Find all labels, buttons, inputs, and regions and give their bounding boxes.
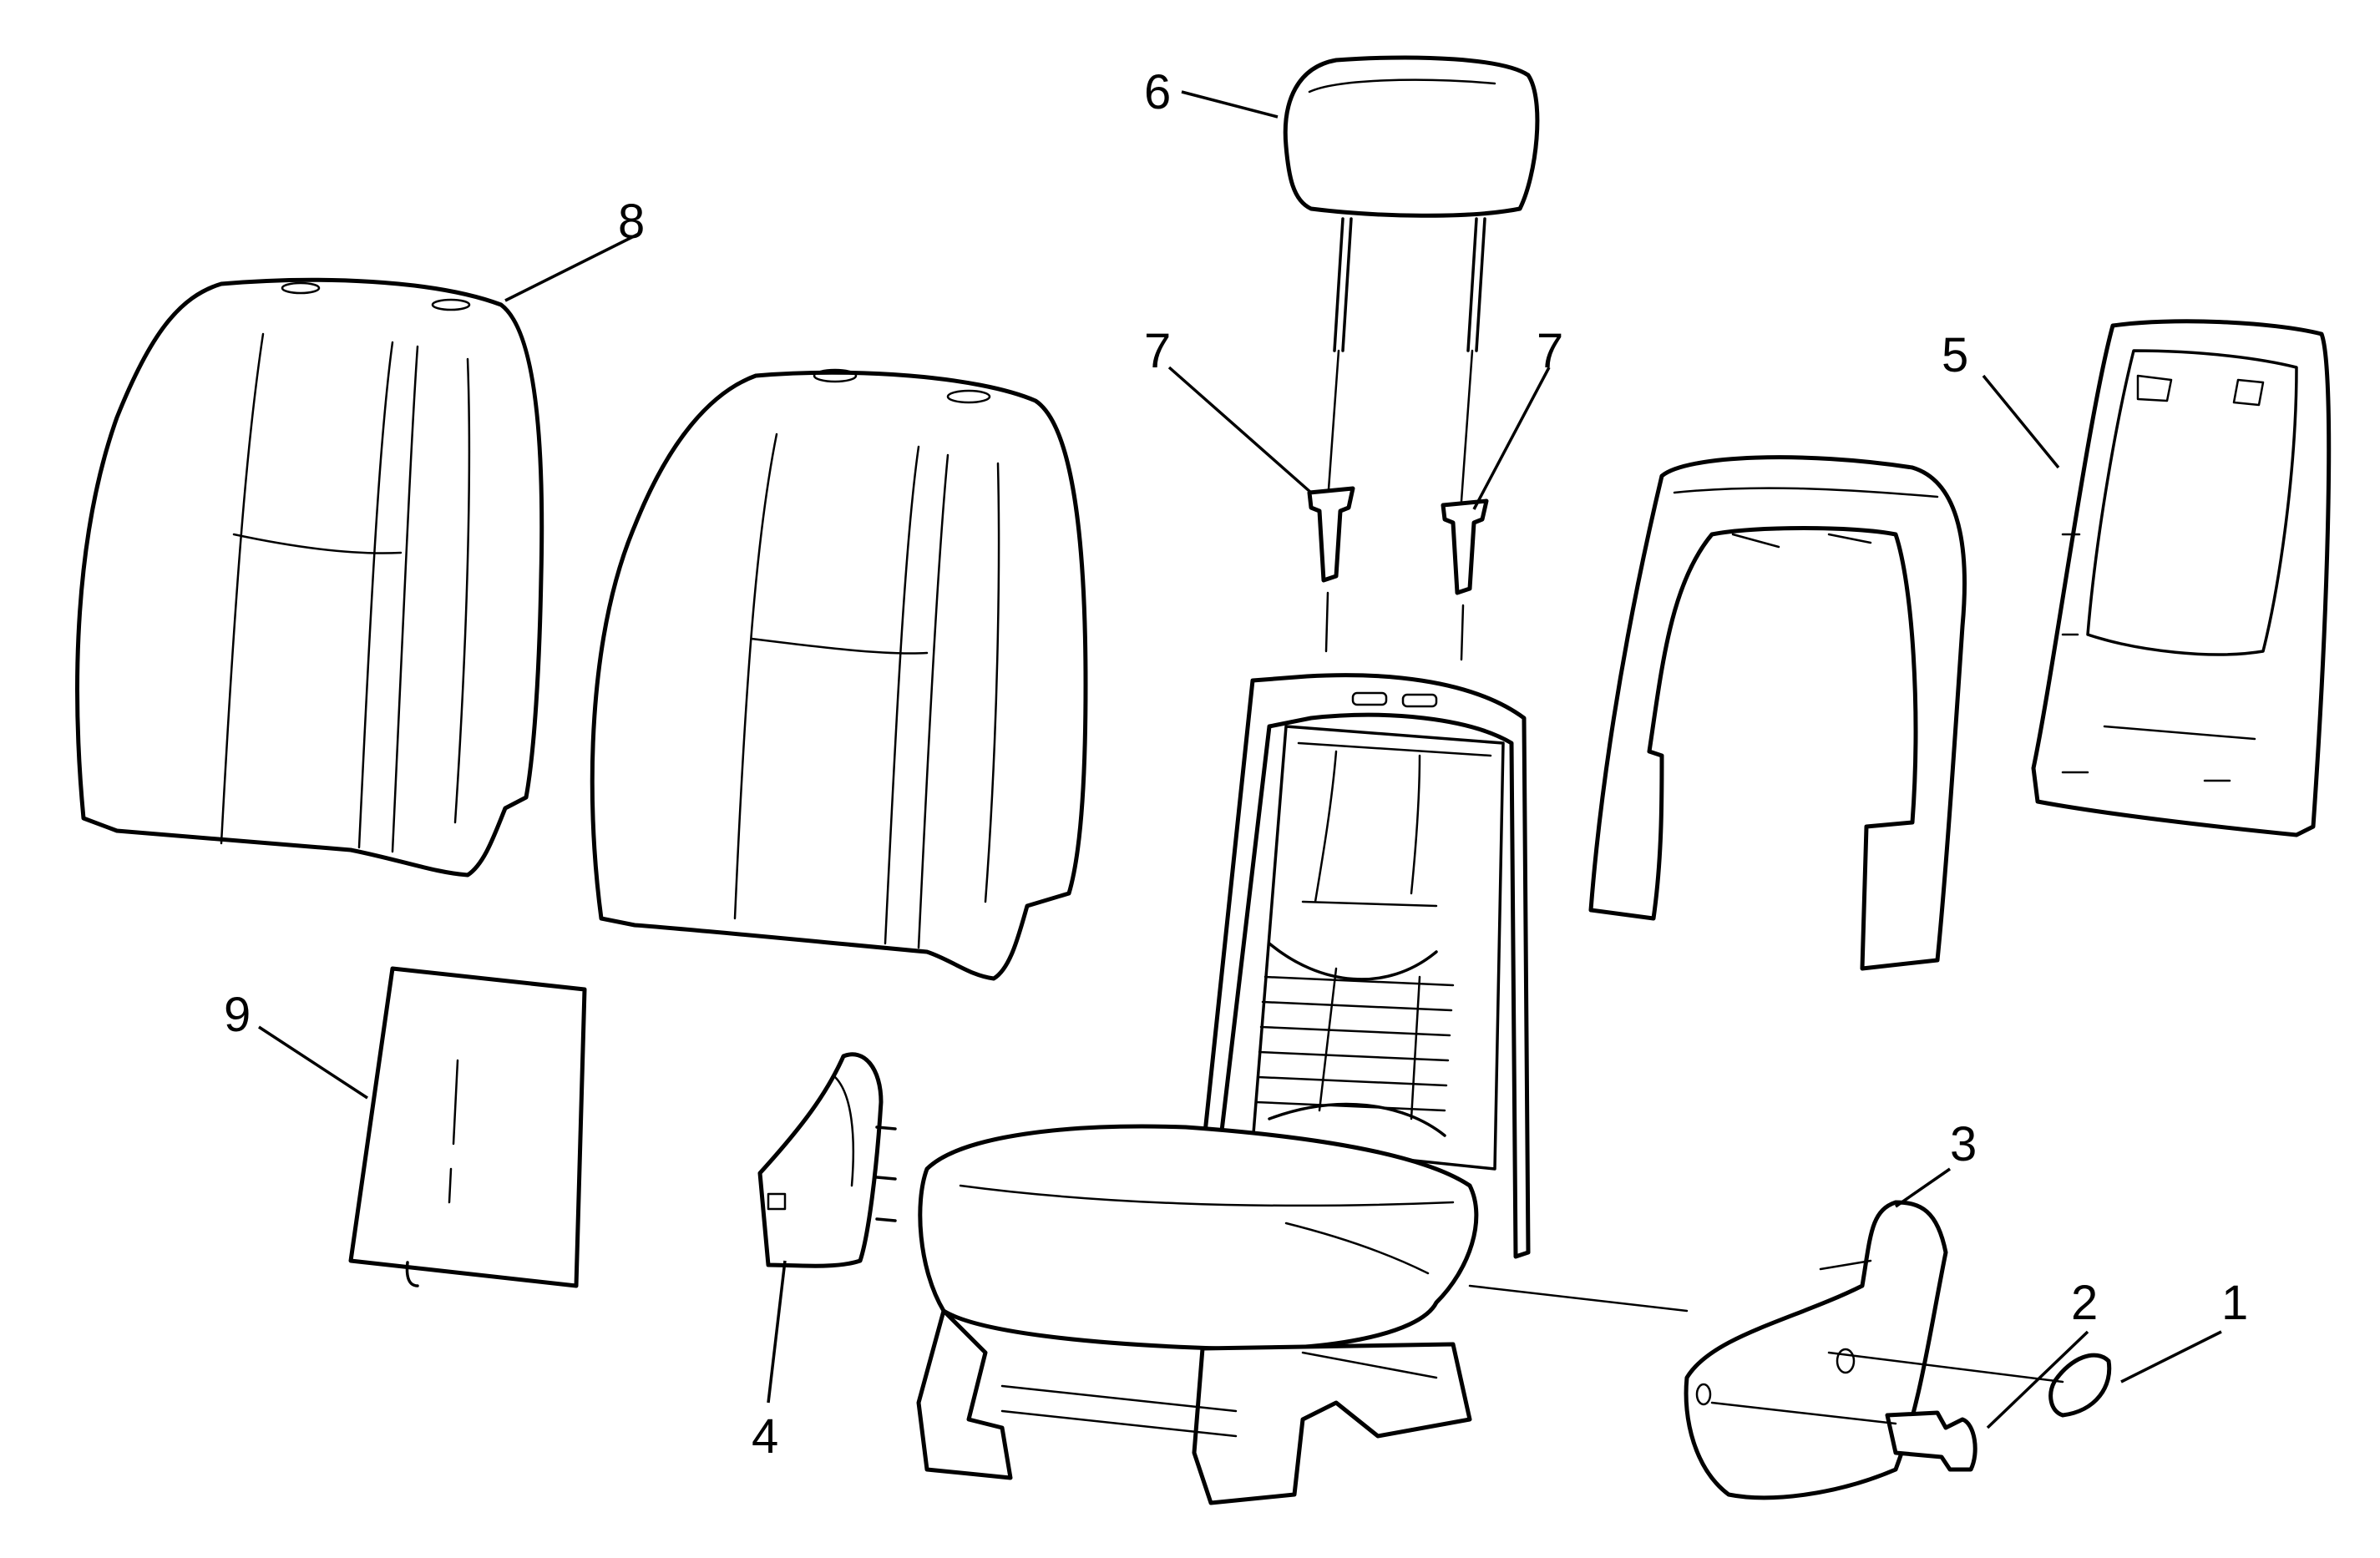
headrest-guide-part-7-left (1307, 486, 1355, 653)
seat-cushion-and-track (916, 1124, 1479, 1505)
headrest-part-6 (1283, 55, 1540, 503)
handle-part-1 (1468, 1284, 2112, 1418)
headrest-guide-part-7-right (1441, 498, 1489, 661)
trim-panel-part-4 (757, 1052, 897, 1268)
callout-2: 2 (2071, 1276, 2098, 1330)
callout-3: 3 (1950, 1117, 1977, 1171)
leader-line-8 (504, 232, 640, 302)
seatback-cover-part-8 (75, 277, 544, 878)
rear-trim-panel-part-5 (2031, 319, 2332, 837)
leader-line-7a (1167, 366, 1313, 494)
seatback-cushion (590, 368, 1088, 981)
callout-7-left: 7 (1144, 324, 1171, 378)
callout-labels: 1 2 3 4 5 6 7 7 8 9 (224, 65, 2248, 1464)
leader-lines (258, 90, 2222, 1429)
leader-line-4 (767, 1260, 787, 1404)
callout-9: 9 (224, 988, 251, 1042)
callout-5: 5 (1942, 328, 1968, 382)
leader-line-1 (2120, 1330, 2222, 1383)
callout-7-right: 7 (1537, 324, 1563, 378)
callout-1: 1 (2221, 1276, 2248, 1330)
callout-6: 6 (1144, 65, 1171, 119)
leader-line-3 (1895, 1167, 1951, 1208)
leader-line-2 (1986, 1330, 2089, 1429)
leader-line-7b (1472, 367, 1551, 510)
callout-4: 4 (752, 1409, 778, 1464)
leader-line-5 (1982, 374, 2060, 469)
back-panel-part-9 (348, 966, 587, 1288)
knob-part-2 (1710, 1401, 1977, 1472)
callout-8: 8 (618, 195, 645, 249)
seat-frame (1200, 673, 1531, 1259)
leader-line-6 (1181, 90, 1279, 119)
leader-line-9 (258, 1025, 368, 1100)
side-shield-part-3 (1684, 1200, 1948, 1500)
seatback-trim-frame (1588, 455, 1967, 971)
